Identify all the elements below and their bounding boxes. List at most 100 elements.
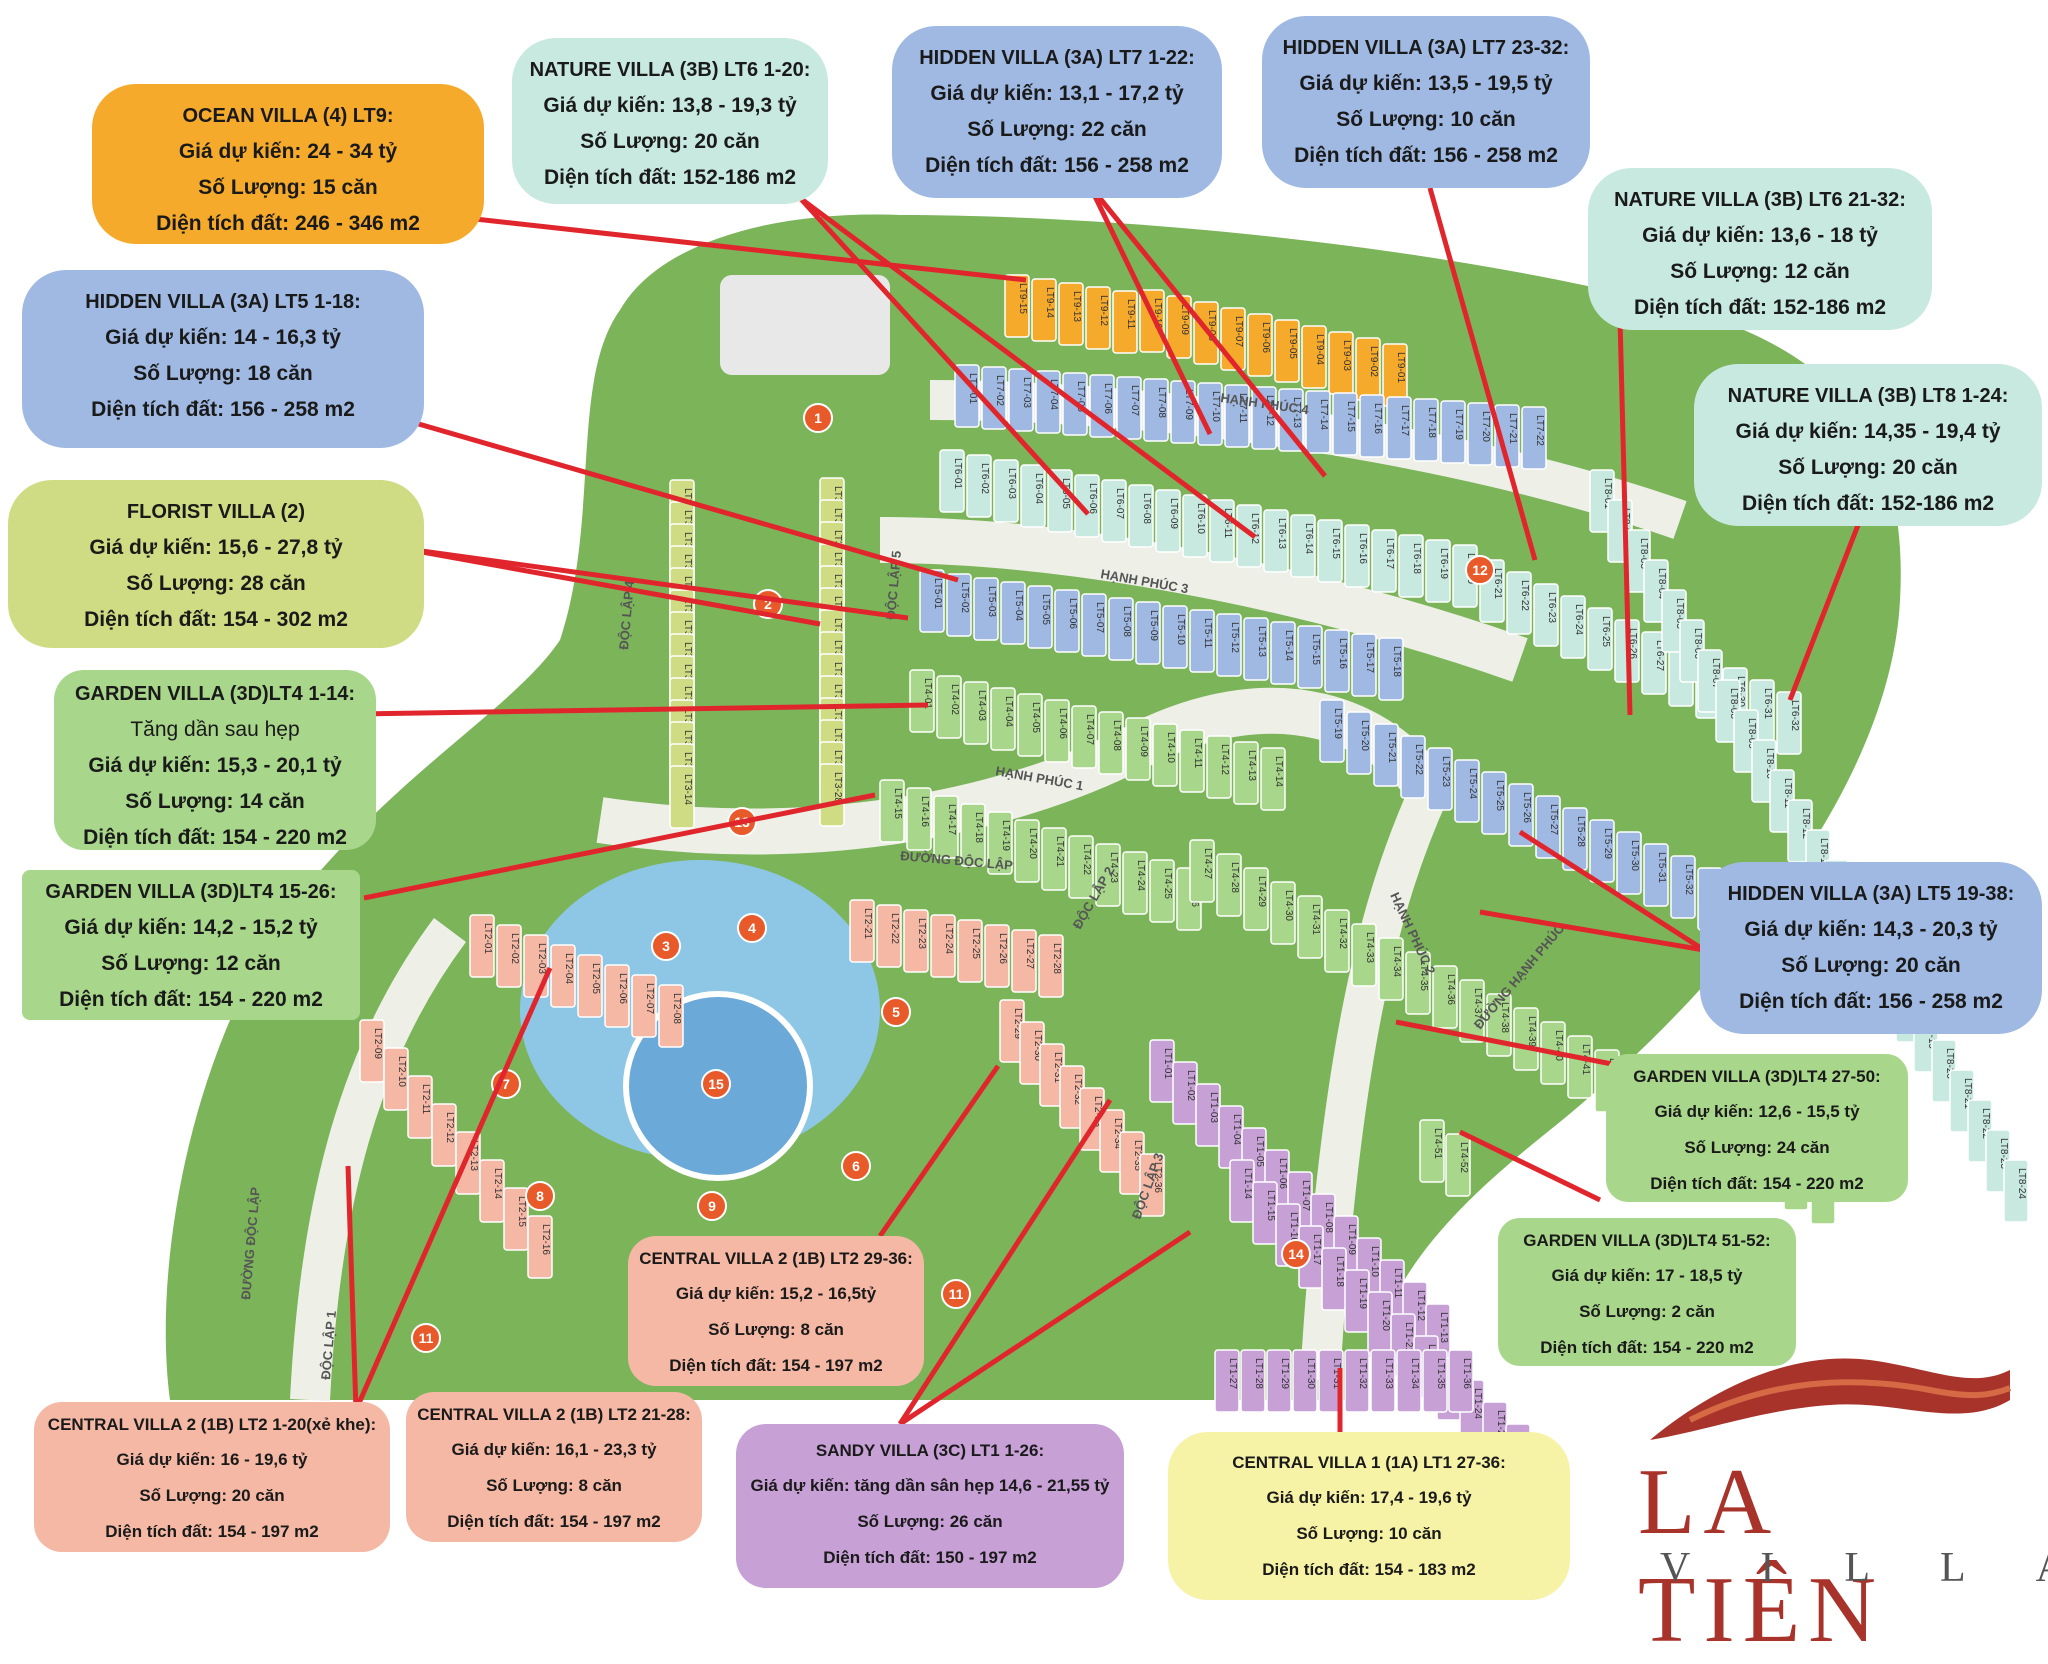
clubhouse-building bbox=[720, 275, 890, 375]
plot-lt5-22 bbox=[1400, 735, 1426, 799]
plot-label: LT5-12 bbox=[1229, 622, 1240, 653]
plot-label: LT2-21 bbox=[862, 908, 873, 939]
plot-label: LT8-03 bbox=[1638, 538, 1649, 569]
plot-label: LT4-29 bbox=[1256, 876, 1267, 907]
plot-lt1-36 bbox=[1448, 1349, 1474, 1413]
plot-label: LT2-01 bbox=[482, 923, 493, 954]
plot-lt1-31 bbox=[1318, 1349, 1344, 1413]
amenity-number: 12 bbox=[1472, 562, 1488, 578]
card-quantity: Số Lượng: 20 căn bbox=[1778, 456, 1958, 479]
plot-lt4-32 bbox=[1324, 909, 1350, 973]
amenity-number: 2 bbox=[764, 596, 772, 612]
plot-label: LT2-25 bbox=[970, 928, 981, 959]
plot-label: LT1-02 bbox=[1185, 1070, 1196, 1101]
plot-lt6-13 bbox=[1263, 509, 1289, 573]
plot-label: LT9-09 bbox=[1179, 304, 1190, 335]
plot-lt6-32 bbox=[1776, 691, 1802, 755]
plot-label: LT4-37 bbox=[1472, 988, 1483, 1019]
card-title: HIDDEN VILLA (3A) LT7 23-32: bbox=[1282, 37, 1570, 59]
plot-label: LT4-14 bbox=[1273, 756, 1284, 787]
plot-label: LT6-32 bbox=[1789, 700, 1800, 731]
card-sandy-villa: SANDY VILLA (3C) LT1 1-26: Giá dự kiến: … bbox=[736, 1424, 1124, 1588]
plot-label: LT2-15 bbox=[516, 1196, 527, 1227]
plot-label: LT6-21 bbox=[1492, 568, 1503, 599]
leader-lines bbox=[345, 184, 1863, 1432]
plot-label: LT7-13 bbox=[1291, 397, 1302, 428]
plot-label: LT5-26 bbox=[1521, 792, 1532, 823]
card-price: Giá dự kiến: 13,6 - 18 tỷ bbox=[1642, 224, 1878, 247]
plot-label: LT6-08 bbox=[1141, 493, 1152, 524]
plot-label: LT4-12 bbox=[1219, 744, 1230, 775]
plot-label: LT1-04 bbox=[1231, 1114, 1242, 1145]
plot-lt4-31 bbox=[1297, 895, 1323, 959]
plot-lt4-28 bbox=[1216, 853, 1242, 917]
plot-label: LT1-09 bbox=[1346, 1224, 1357, 1255]
plot-label: LT4-34 bbox=[1391, 946, 1402, 977]
plot-label: LT8-12 bbox=[1800, 808, 1811, 839]
leader-line bbox=[1518, 829, 1706, 953]
plot-label: LT9-10 bbox=[1152, 298, 1163, 329]
amenity-marker bbox=[411, 1323, 441, 1353]
card-title: CENTRAL VILLA 2 (1B) LT2 1-20(xẻ khe): bbox=[47, 1415, 377, 1434]
card-area: Diện tích đất: 156 - 258 m2 bbox=[925, 154, 1189, 177]
card-hidden-villa-lt7-1-22: HIDDEN VILLA (3A) LT7 1-22: Giá dự kiến:… bbox=[892, 26, 1222, 198]
plot-label: LT4-03 bbox=[976, 690, 987, 721]
card-garden-villa-lt4-15-26: GARDEN VILLA (3D)LT4 15-26: Giá dự kiến:… bbox=[22, 870, 360, 1020]
plot-lt4-27 bbox=[1189, 839, 1215, 903]
plot-lt4-9 bbox=[1125, 717, 1151, 781]
plot-lt6-22 bbox=[1506, 571, 1532, 635]
plot-label: LT4-31 bbox=[1310, 904, 1321, 935]
card-area: Diện tích đất: 150 - 197 m2 bbox=[823, 1548, 1037, 1567]
plot-label: LT5-32 bbox=[1683, 864, 1694, 895]
plot-lt9-6 bbox=[1247, 313, 1273, 377]
leader-line bbox=[1395, 1019, 1613, 1067]
plot-lt5-12 bbox=[1216, 613, 1242, 677]
plot-label: LT1-06 bbox=[1277, 1158, 1288, 1189]
plot-label: LT5-01 bbox=[932, 578, 943, 609]
plot-lt9-4 bbox=[1301, 325, 1327, 389]
plot-label: LT6-09 bbox=[1168, 498, 1179, 529]
plot-label: LT7-03 bbox=[1021, 377, 1032, 408]
plot-label: LT7-04 bbox=[1048, 379, 1059, 410]
plot-label: LT1-14 bbox=[1242, 1168, 1253, 1199]
plot-lt1-29 bbox=[1266, 1349, 1292, 1413]
plot-label: LT2-26 bbox=[997, 933, 1008, 964]
plot-lt5-2 bbox=[946, 573, 972, 637]
plot-label: LT8-24 bbox=[2016, 1168, 2027, 1199]
plot-label: LT1-28 bbox=[1253, 1358, 1264, 1389]
plot-label: LT5-04 bbox=[1013, 590, 1024, 621]
plot-label: LT7-02 bbox=[994, 375, 1005, 406]
plot-label: LT1-12 bbox=[1415, 1290, 1426, 1321]
card-quantity: Số Lượng: 28 căn bbox=[126, 572, 306, 595]
plot-label: LT9-06 bbox=[1260, 322, 1271, 353]
plot-label: LT4-19 bbox=[1000, 820, 1011, 851]
plot-lt3-28 bbox=[819, 763, 845, 827]
plot-label: LT9-07 bbox=[1233, 316, 1244, 347]
plot-label: LT1-20 bbox=[1380, 1300, 1391, 1331]
plot-label: LT1-24 bbox=[1472, 1388, 1483, 1419]
plot-label: LT6-07 bbox=[1114, 488, 1125, 519]
plot-lt5-13 bbox=[1243, 617, 1269, 681]
plot-label: LT8-07 bbox=[1710, 658, 1721, 689]
plot-lt5-19 bbox=[1319, 699, 1345, 763]
card-quantity: Số Lượng: 20 căn bbox=[580, 130, 760, 153]
plot-lt2-7 bbox=[631, 974, 657, 1038]
card-area: Diện tích đất: 152-186 m2 bbox=[543, 166, 797, 189]
plot-label: LT2-07 bbox=[644, 983, 655, 1014]
card-title: CENTRAL VILLA 1 (1A) LT1 27-36: bbox=[1232, 1453, 1506, 1472]
card-central-villa-2-lt2-21-28: CENTRAL VILLA 2 (1B) LT2 21-28: Giá dự k… bbox=[406, 1392, 702, 1542]
plot-label: LT6-05 bbox=[1060, 478, 1071, 509]
amenity-number: 7 bbox=[502, 1076, 510, 1092]
plot-lt4-51 bbox=[1419, 1119, 1445, 1183]
card-quantity: Số Lượng: 18 căn bbox=[133, 362, 313, 385]
card-area: Diện tích đất: 154 - 197 m2 bbox=[105, 1522, 319, 1541]
plot-lt6-4 bbox=[1020, 464, 1046, 528]
plot-label: LT2-35 bbox=[1132, 1140, 1143, 1171]
plot-label: LT6-26 bbox=[1627, 628, 1638, 659]
card-quantity: Số Lượng: 10 căn bbox=[1296, 1524, 1442, 1543]
plot-lt5-3 bbox=[973, 577, 999, 641]
plot-lt4-15 bbox=[879, 779, 905, 843]
plot-label: LT4-33 bbox=[1364, 932, 1375, 963]
plot-label: LT4-17 bbox=[946, 804, 957, 835]
plot-label: LT6-31 bbox=[1762, 688, 1773, 719]
